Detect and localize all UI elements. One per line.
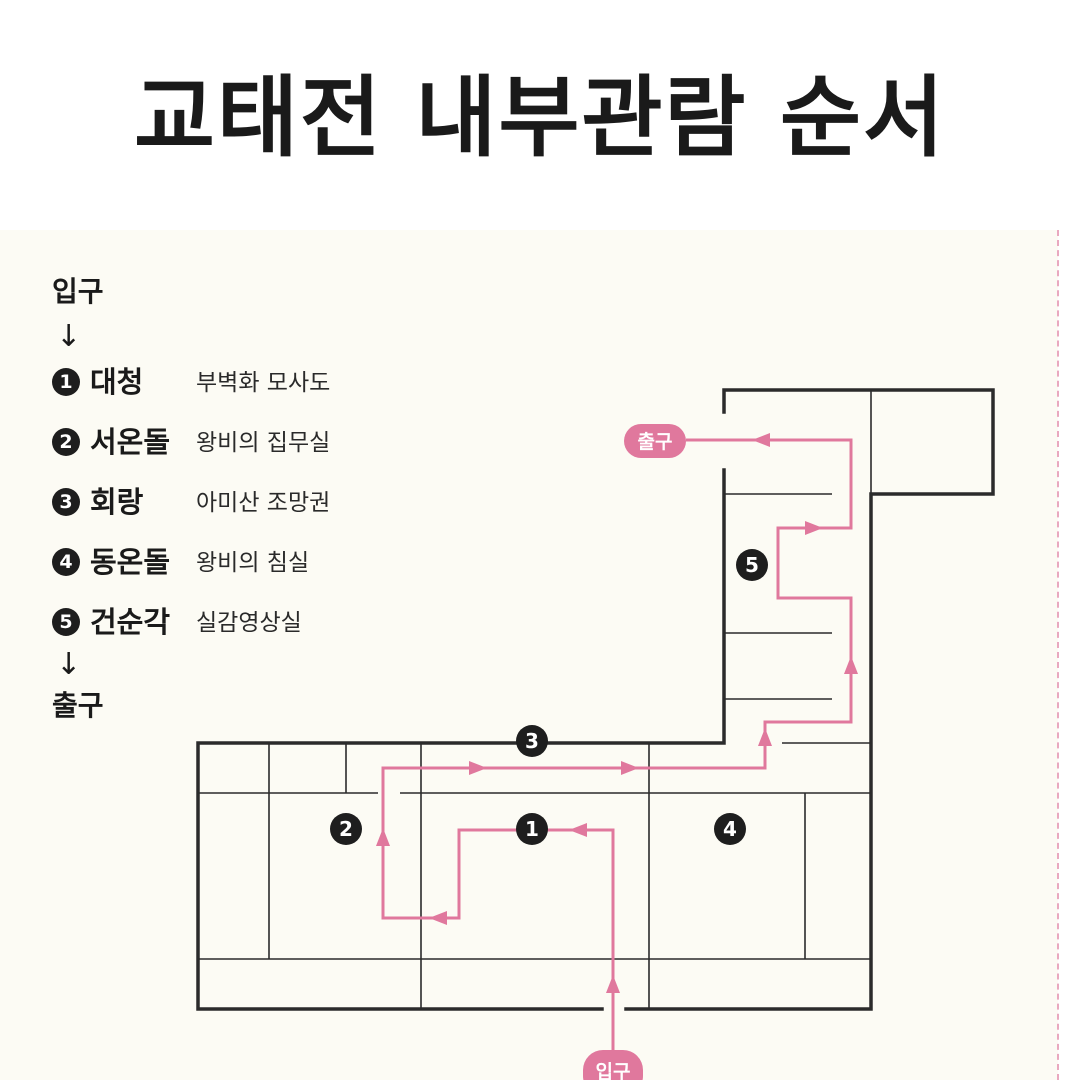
route-arrow-left-icon: [569, 823, 587, 837]
step-badge-3: 3: [52, 488, 80, 516]
legend-item-name: 서온돌: [90, 425, 171, 459]
legend-arrow-down-icon: ↓: [56, 647, 82, 682]
svg-text:4: 4: [723, 817, 737, 841]
legend-item-name: 대청: [90, 365, 144, 399]
step-badge-2: 2: [52, 428, 80, 456]
step-badge-5: 5: [52, 608, 80, 636]
legend-item-desc: 실감영상실: [196, 610, 302, 636]
legend-item-desc: 부벽화 모사도: [196, 370, 331, 396]
legend-item-desc: 아미산 조망권: [196, 490, 331, 516]
floor-plan-panel: 입구 ↓ 1 대청 부벽화 모사도 2 서온돌 왕비의 집무실 3 회랑 아미산…: [0, 230, 1058, 1080]
svg-text:1: 1: [525, 817, 539, 841]
legend-entrance: 입구: [52, 275, 104, 308]
route-arrow-right-icon: [805, 521, 823, 535]
svg-text:5: 5: [745, 553, 759, 577]
room-marker-2: 2: [330, 813, 362, 845]
page-title: 교태전 내부관람 순서: [134, 66, 946, 169]
legend-item-name: 건순각: [90, 605, 171, 639]
room-marker-4: 4: [714, 813, 746, 845]
visit-route-path: [381, 438, 853, 1080]
exit-label-text: 출구: [638, 431, 673, 453]
route-arrow-left-icon: [429, 911, 447, 925]
wall-east: [624, 388, 995, 1011]
legend-item-desc: 왕비의 침실: [196, 550, 310, 576]
floor-plan-diagram: 출구 입구 1 2 3 4: [196, 388, 995, 1080]
outer-walls: [196, 388, 995, 1011]
route-arrows: [376, 433, 858, 993]
legend-arrow-down-icon: ↓: [56, 319, 82, 354]
room-marker-1: 1: [516, 813, 548, 845]
wall-west: [196, 468, 726, 1011]
route-arrow-up-icon: [844, 656, 858, 674]
room-marker-5: 5: [736, 549, 768, 581]
route-arrow-right-icon: [469, 761, 487, 775]
route-arrow-right-icon: [621, 761, 639, 775]
interior-walls: [198, 390, 872, 1009]
route-arrow-left-icon: [752, 433, 770, 447]
svg-text:3: 3: [525, 729, 539, 753]
step-badge-4: 4: [52, 548, 80, 576]
room-marker-3: 3: [516, 725, 548, 757]
panel-edge-divider: [1057, 230, 1059, 1080]
step-badge-1: 1: [52, 368, 80, 396]
legend-item-name: 회랑: [90, 485, 144, 519]
exit-label: 출구: [624, 424, 686, 458]
route-arrow-up-icon: [376, 828, 390, 846]
entrance-label-text: 입구: [596, 1061, 631, 1080]
svg-text:2: 2: [339, 817, 353, 841]
route-arrow-up-icon: [606, 975, 620, 993]
entrance-label: 입구: [583, 1050, 643, 1080]
route-arrow-up-icon: [758, 728, 772, 746]
legend-exit: 출구: [52, 689, 104, 722]
legend-item-name: 동온돌: [90, 545, 171, 579]
legend-item-desc: 왕비의 집무실: [196, 430, 331, 456]
room-markers: 1 2 3 4 5: [330, 549, 768, 845]
